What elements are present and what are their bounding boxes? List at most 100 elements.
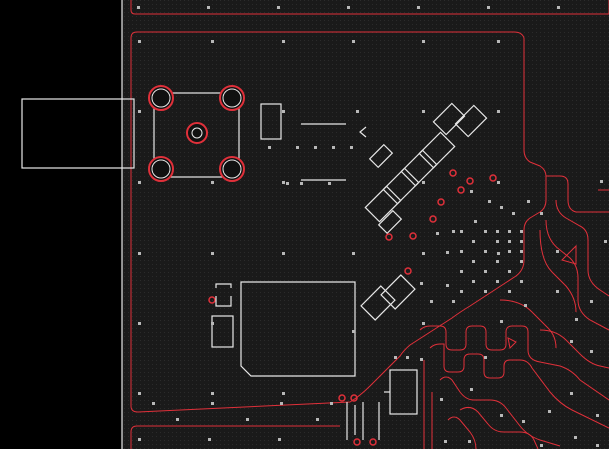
via-dot [207,6,210,9]
via-dot [508,250,511,253]
via-dot [570,392,573,395]
via-dot [520,230,523,233]
via-dot [470,190,473,193]
connector-pad-tr [219,85,245,111]
via-dot [574,436,577,439]
via-dot [420,358,423,361]
via-dot [575,318,578,321]
via-dot [500,414,503,417]
via-dot [508,240,511,243]
via-dot [520,240,523,243]
small-resistor [260,103,282,140]
via-dot [520,280,523,283]
via-dot [470,388,473,391]
via-dot [556,290,559,293]
via-dot [446,251,449,254]
via-dot [211,181,214,184]
via-dot [520,260,523,263]
via-dot [422,322,425,325]
via-dot [460,230,463,233]
via-dot [604,240,607,243]
via-dot [422,110,425,113]
via-dot [460,290,463,293]
via-dot [280,402,283,405]
via-dot [474,220,477,223]
via-dot-field [137,6,607,447]
via-dot [556,250,559,253]
trace-routing-area [419,175,609,449]
via-dot [472,240,475,243]
via-dot [497,252,500,255]
via-dot [208,438,211,441]
via-dot [436,232,439,235]
via-dot [138,252,141,255]
via-dot [282,110,285,113]
via-dot [300,182,303,185]
via-dot [497,181,500,184]
via-dot [527,200,530,203]
connector-pad-bl [148,156,174,182]
copper-pour-bottom-strip [130,425,340,449]
via-dot [596,414,599,417]
passive-components-chain [364,102,488,235]
via-rings [208,169,497,446]
via-dot [420,282,423,285]
via-dot [422,181,425,184]
sma-connector-footprint [148,85,245,182]
via-dot [472,260,475,263]
via-dot [282,252,285,255]
via-dot [352,252,355,255]
via-dot [211,392,214,395]
via-dot [468,440,471,443]
via-dot [472,280,475,283]
via-dot [422,40,425,43]
via-dot [138,181,141,184]
board-background [122,0,609,449]
via-dot [282,40,285,43]
via-dot [500,206,503,209]
via-dot [487,6,490,9]
via-dot [540,444,543,447]
via-dot [508,270,511,273]
via-dot [590,350,593,353]
via-dot [590,300,593,303]
via-dot [524,304,527,307]
via-dot [484,270,487,273]
via-dot [352,330,355,333]
via-dot [520,250,523,253]
via-dot [352,40,355,43]
connector-pad-br [219,156,245,182]
via-dot [540,212,543,215]
via-dot [328,182,331,185]
via-dot [138,438,141,441]
via-dot [600,180,603,183]
via-dot [496,280,499,283]
via-dot [394,356,397,359]
via-dot [484,356,487,359]
via-dot [460,250,463,253]
via-dot [496,230,499,233]
via-dot [277,6,280,9]
via-dot [484,230,487,233]
via-dot [138,322,141,325]
via-dot [356,110,359,113]
connector-body-outline [21,98,135,169]
via-dot [460,270,463,273]
via-dot [596,444,599,447]
via-dot [452,230,455,233]
via-dot [282,392,285,395]
via-dot [211,402,214,405]
passive-components-lower [360,274,416,321]
via-dot [417,6,420,9]
via-dot [444,440,447,443]
via-dot [282,181,285,184]
via-dot [138,392,141,395]
copper-pour-main [130,31,547,413]
via-dot [497,40,500,43]
via-dot [211,322,214,325]
via-dot [508,230,511,233]
via-dot [152,402,155,405]
connector-pad-tl [148,85,174,111]
via-dot [268,146,271,149]
